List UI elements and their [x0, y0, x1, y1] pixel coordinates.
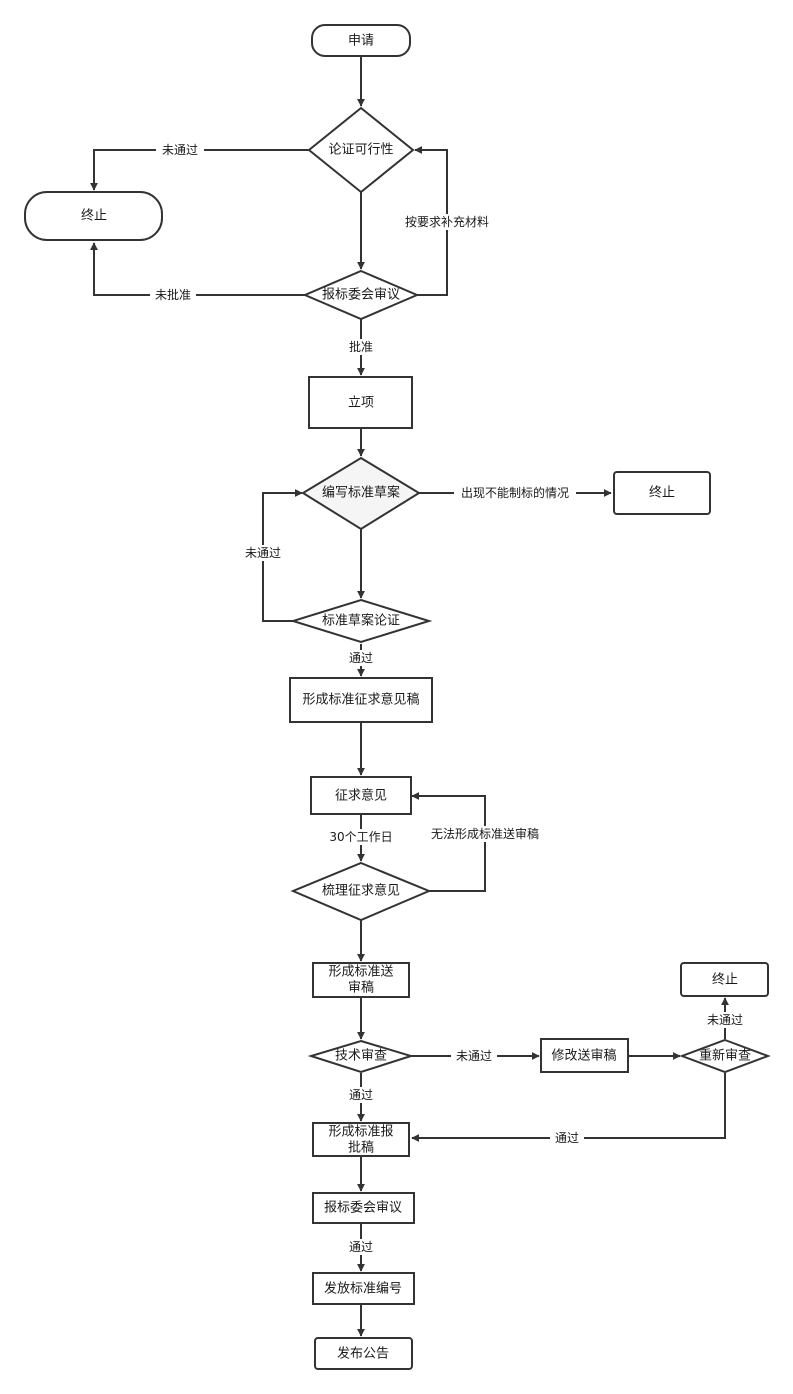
- label-cannot-standardize: 出现不能制标的情况: [454, 485, 576, 501]
- node-feasibility-text: 论证可行性: [328, 143, 393, 158]
- node-draft: 编写标准草案: [301, 456, 421, 531]
- node-issue-number-text: 发放标准编号: [324, 1281, 402, 1297]
- node-sort-opinions-text: 梳理征求意见: [322, 883, 400, 899]
- label-tech-passed: 通过: [345, 1087, 377, 1103]
- label-thirty-days: 30个工作日: [324, 829, 398, 845]
- node-sort-opinions: 梳理征求意见: [290, 861, 432, 922]
- label-feas-not-passed-text: 未通过: [162, 143, 198, 157]
- nodes: 申请 论证可行性 终止 报标委会审议 立项 编写标准草案 终止: [24, 24, 771, 1370]
- label-tech-passed-text: 通过: [349, 1088, 373, 1102]
- node-consult-text: 征求意见: [335, 788, 387, 804]
- node-apply: 申请: [311, 24, 411, 57]
- node-end2-text: 终止: [649, 485, 675, 501]
- label-draft-passed-text: 通过: [349, 651, 373, 665]
- label-review1-not-approved-text: 未批准: [155, 287, 191, 302]
- label-re-not-passed-text: 未通过: [707, 1013, 743, 1027]
- label-approved-text: 批准: [349, 339, 373, 354]
- node-draft-review: 标准草案论证: [289, 598, 433, 644]
- label-cannot-form: 无法形成标准送审稿: [424, 826, 546, 842]
- node-revise-text: 修改送审稿: [551, 1048, 616, 1064]
- node-end1-text: 终止: [81, 208, 107, 224]
- label-re-passed: 通过: [550, 1130, 584, 1146]
- node-apply-text: 申请: [348, 34, 374, 49]
- edge-sort-consult: [411, 792, 486, 892]
- node-committee-review1-text: 报标委会审议: [322, 288, 400, 303]
- label-cannot-standardize-text: 出现不能制标的情况: [461, 485, 569, 500]
- edge-labels: 未通过 按要求补充材料 未批准 批准 出现不能制标的情况 未通过 通过 30个: [150, 142, 748, 1255]
- node-committee-review2-text: 报标委会审议: [324, 1201, 402, 1216]
- node-draft-text: 编写标准草案: [322, 486, 400, 501]
- node-submit-draft: 形成标准送 审稿: [312, 962, 410, 998]
- node-end3: 终止: [680, 962, 769, 997]
- label-thirty-days-text: 30个工作日: [329, 830, 392, 844]
- node-approval-draft-text-line2: 批稿: [348, 1140, 374, 1156]
- node-re-review-text: 重新审查: [699, 1048, 751, 1064]
- label-review2-passed: 通过: [345, 1239, 377, 1255]
- node-consult: 征求意见: [310, 776, 412, 815]
- node-re-review: 重新审查: [679, 1038, 771, 1074]
- node-initiate: 立项: [308, 376, 413, 429]
- label-review1-not-approved: 未批准: [150, 287, 196, 303]
- label-approved: 批准: [345, 339, 377, 355]
- node-end2: 终止: [613, 471, 711, 515]
- label-draft-not-passed: 未通过: [240, 545, 286, 561]
- node-publish: 发布公告: [314, 1337, 413, 1370]
- node-consult-draft: 形成标准征求意见稿: [289, 677, 433, 723]
- label-re-passed-text: 通过: [555, 1131, 579, 1145]
- node-committee-review1: 报标委会审议: [302, 269, 420, 321]
- edge-review1-end1: [90, 242, 305, 296]
- node-consult-draft-text: 形成标准征求意见稿: [302, 692, 419, 708]
- node-committee-review2: 报标委会审议: [312, 1192, 415, 1224]
- label-draft-passed: 通过: [345, 650, 377, 666]
- label-re-not-passed: 未通过: [702, 1012, 748, 1028]
- node-tech-review-text: 技术审查: [335, 1049, 387, 1064]
- node-feasibility: 论证可行性: [307, 106, 415, 194]
- node-tech-review: 技术审查: [307, 1039, 415, 1074]
- node-end1: 终止: [24, 191, 163, 241]
- node-issue-number: 发放标准编号: [312, 1272, 415, 1305]
- node-draft-review-text: 标准草案论证: [322, 614, 400, 629]
- label-tech-not-passed: 未通过: [451, 1048, 497, 1064]
- label-tech-not-passed-text: 未通过: [456, 1049, 492, 1063]
- label-draft-not-passed-text: 未通过: [245, 546, 281, 560]
- node-approval-draft-text-line1: 形成标准报: [328, 1125, 393, 1140]
- label-supplement: 按要求补充材料: [400, 214, 494, 230]
- label-cannot-form-text: 无法形成标准送审稿: [431, 826, 539, 841]
- node-submit-draft-text-line2: 审稿: [348, 980, 374, 996]
- node-revise: 修改送审稿: [540, 1038, 629, 1073]
- node-publish-text: 发布公告: [337, 1346, 389, 1362]
- edge-rereview-approvaldraft: [411, 1073, 726, 1142]
- node-initiate-text: 立项: [348, 396, 374, 411]
- node-end3-text: 终止: [712, 972, 738, 988]
- node-submit-draft-text-line1: 形成标准送: [328, 965, 393, 980]
- label-supplement-text: 按要求补充材料: [405, 214, 489, 229]
- node-approval-draft: 形成标准报 批稿: [312, 1122, 410, 1157]
- edge-feasibility-end1: [90, 149, 310, 191]
- label-review2-passed-text: 通过: [349, 1240, 373, 1254]
- label-feas-not-passed: 未通过: [156, 142, 204, 158]
